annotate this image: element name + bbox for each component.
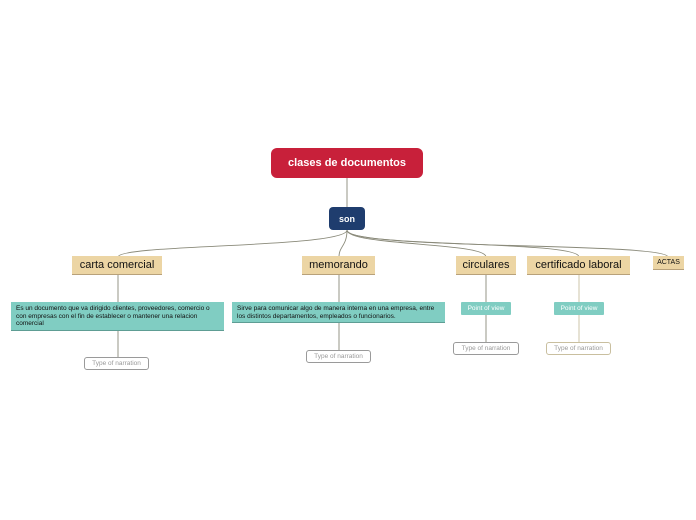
connector-hub-carta-comercial [117, 229, 348, 258]
topic-certificado-laboral[interactable]: certificado laboral [527, 256, 630, 275]
detail-memorando[interactable]: Sirve para comunicar algo de manera inte… [232, 302, 445, 323]
connector-hub-memorando [338, 229, 348, 258]
detail-circulares[interactable]: Point of view [461, 302, 511, 315]
connector-hub-certificado [346, 229, 580, 258]
connector-hub-circulares [346, 229, 487, 258]
detail-carta-comercial[interactable]: Es un documento que va dirigido clientes… [11, 302, 224, 331]
narration-memorando[interactable]: Type of narration [306, 350, 371, 363]
topic-circulares[interactable]: circulares [456, 256, 516, 275]
narration-carta-comercial[interactable]: Type of narration [84, 357, 149, 370]
topic-actas[interactable]: ACTAS [653, 256, 684, 270]
narration-circulares[interactable]: Type of narration [453, 342, 519, 355]
narration-certificado-laboral[interactable]: Type of narration [546, 342, 611, 355]
topic-memorando[interactable]: memorando [302, 256, 375, 275]
connector-hub-actas [346, 229, 669, 258]
hub-topic[interactable]: son [329, 207, 365, 230]
topic-carta-comercial[interactable]: carta comercial [72, 256, 162, 275]
root-topic[interactable]: clases de documentos [271, 148, 423, 178]
detail-certificado-laboral[interactable]: Point of view [554, 302, 604, 315]
